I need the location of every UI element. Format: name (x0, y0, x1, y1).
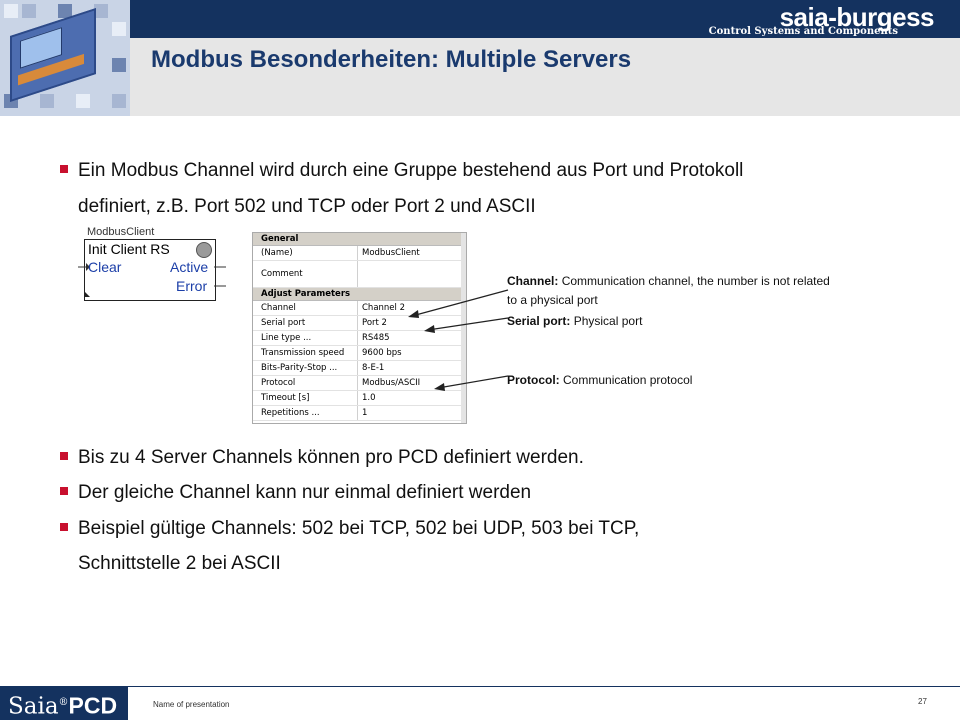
output-error-label: Error (176, 278, 208, 294)
property-key: Channel (253, 301, 358, 315)
logo-pcd-text: PCD (68, 692, 118, 719)
page-title: Modbus Besonderheiten: Multiple Servers (151, 46, 632, 73)
output-active-label: Active (170, 259, 209, 275)
annotation-protocol: Protocol: Communication protocol (507, 373, 692, 387)
bullet-text: Beispiel gültige Channels: 502 bei TCP, … (78, 518, 640, 539)
property-key: Bits-Parity-Stop ... (253, 361, 358, 375)
product-image-tile (0, 0, 130, 116)
saia-pcd-logo: Saia®PCD (0, 686, 128, 720)
property-value[interactable] (358, 261, 362, 287)
annotation-serial-label: Serial port: (507, 314, 571, 328)
property-row[interactable]: Protocol Modbus/ASCII (253, 376, 466, 391)
function-block-connectors (78, 263, 226, 297)
annotation-serial-text: Physical port (573, 314, 643, 328)
property-key: Comment (253, 261, 358, 287)
property-key: Repetitions ... (253, 406, 358, 420)
property-value[interactable]: 8-E-1 (362, 363, 385, 373)
grid-scrollbar[interactable] (461, 233, 466, 423)
property-row[interactable]: Serial port Port 2 (253, 316, 466, 331)
property-value[interactable]: Port 2 (362, 318, 387, 328)
bullet-item: Beispiel gültige Channels: 502 bei TCP, … (60, 518, 639, 540)
property-key: Line type ... (253, 331, 358, 345)
annotation-channel: Channel: Communication channel, the numb… (507, 274, 830, 288)
brand-tagline: Control Systems and Components (708, 26, 898, 37)
section-general[interactable]: General (253, 233, 466, 246)
annotation-protocol-text: Communication protocol (563, 373, 693, 387)
registered-mark: ® (58, 697, 69, 708)
bullet-text-continued: Schnittstelle 2 bei ASCII (78, 553, 281, 574)
property-row[interactable]: Comment (253, 261, 466, 288)
bullet-square-icon (60, 451, 68, 460)
annotation-arrows (408, 289, 509, 391)
annotation-serial-port: Serial port: Physical port (507, 314, 642, 328)
function-block[interactable] (84, 239, 216, 301)
property-value[interactable]: ModbusClient (362, 248, 420, 258)
function-block-title: Init Client RS (88, 241, 170, 257)
bullet-square-icon (60, 522, 68, 531)
property-row[interactable]: Bits-Parity-Stop ... 8-E-1 (253, 361, 466, 376)
property-key: Timeout [s] (253, 391, 358, 405)
bullet-item: Der gleiche Channel kann nur einmal defi… (60, 482, 531, 504)
section-adjust-parameters[interactable]: Adjust Parameters (253, 288, 466, 301)
property-value[interactable]: Channel 2 (362, 303, 406, 313)
property-value[interactable]: 1 (362, 408, 368, 418)
intro-line-1: Ein Modbus Channel wird durch eine Grupp… (78, 160, 744, 181)
bullet-square-icon (60, 164, 68, 173)
property-row[interactable]: Line type ... RS485 (253, 331, 466, 346)
property-row[interactable]: Transmission speed 9600 bps (253, 346, 466, 361)
bullet-text: Der gleiche Channel kann nur einmal defi… (78, 482, 532, 503)
intro-line-2: definiert, z.B. Port 502 und TCP oder Po… (78, 196, 536, 217)
header-brand-bar (130, 0, 960, 38)
annotation-channel-text: Communication channel, the number is not… (561, 274, 830, 288)
property-key: (Name) (253, 246, 358, 260)
page-number: 27 (918, 697, 927, 706)
property-key: Serial port (253, 316, 358, 330)
input-clear-label: Clear (88, 259, 122, 275)
footer-rule (0, 686, 960, 687)
bullet-item: Bis zu 4 Server Channels können pro PCD … (60, 447, 584, 469)
property-value[interactable]: Modbus/ASCII (362, 378, 421, 388)
plc-device-illustration (10, 8, 96, 102)
property-key: Protocol (253, 376, 358, 390)
property-row[interactable]: Timeout [s] 1.0 (253, 391, 466, 406)
annotation-channel-text-2: to a physical port (507, 293, 598, 307)
brand-logo: saia-burgess (779, 2, 935, 32)
intro-bullet: Ein Modbus Channel wird durch eine Grupp… (60, 160, 743, 182)
property-value[interactable]: 9600 bps (362, 348, 402, 358)
function-block-name: ModbusClient (87, 226, 155, 238)
property-value[interactable]: 1.0 (362, 393, 376, 403)
property-row[interactable]: Channel Channel 2 (253, 301, 466, 316)
logo-saia-text: Saia (8, 693, 59, 720)
status-led-icon (196, 242, 212, 258)
bullet-text: Bis zu 4 Server Channels können pro PCD … (78, 447, 584, 468)
property-key: Transmission speed (253, 346, 358, 360)
annotation-protocol-label: Protocol: (507, 373, 560, 387)
property-row[interactable]: Repetitions ... 1 (253, 406, 466, 421)
bullet-square-icon (60, 486, 68, 495)
property-value[interactable]: RS485 (362, 333, 390, 343)
annotation-channel-label: Channel: (507, 274, 559, 288)
presentation-name: Name of presentation (153, 700, 230, 709)
property-row[interactable]: (Name) ModbusClient (253, 246, 466, 261)
